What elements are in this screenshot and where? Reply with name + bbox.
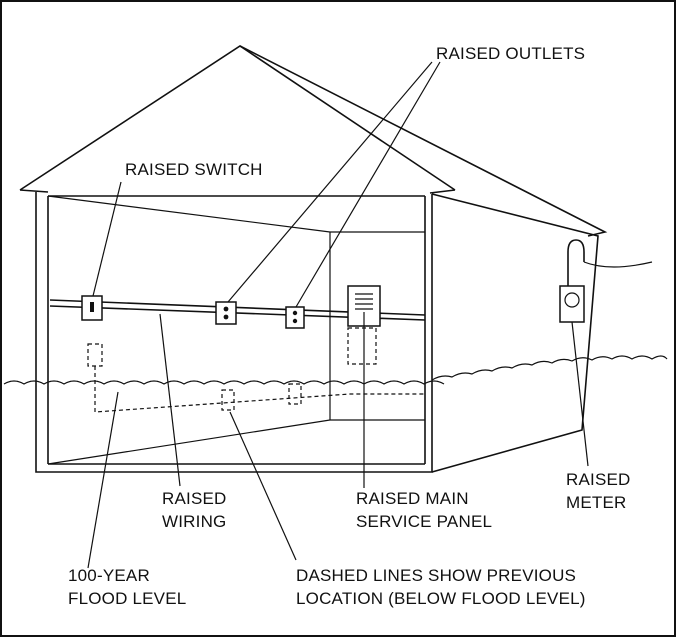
raised-outlet-1 — [215, 301, 237, 325]
label-raised-meter-line2: METER — [566, 493, 627, 512]
roof — [19, 45, 608, 237]
label-dashed-note-line1: DASHED LINES SHOW PREVIOUS — [296, 566, 577, 585]
label-flood-level: 100-YEAR FLOOD LEVEL — [68, 564, 186, 610]
raised-meter — [559, 239, 653, 323]
front-wall — [35, 192, 433, 473]
label-raised-meter: RAISED METER — [566, 468, 631, 514]
label-raised-wiring: RAISED WIRING — [162, 487, 227, 533]
label-dashed-note: DASHED LINES SHOW PREVIOUS LOCATION (BEL… — [296, 564, 586, 610]
label-raised-switch-text: RAISED SWITCH — [125, 160, 263, 179]
flood-waterline — [3, 355, 668, 385]
raised-switch — [81, 295, 103, 321]
label-raised-panel-line1: RAISED MAIN — [356, 489, 469, 508]
interior-room — [47, 195, 425, 465]
side-wall — [431, 193, 599, 473]
label-flood-level-line2: FLOOD LEVEL — [68, 589, 187, 608]
label-raised-outlets: RAISED OUTLETS — [436, 42, 585, 65]
label-dashed-note-line2: LOCATION (BELOW FLOOD LEVEL) — [296, 589, 586, 608]
raised-outlet-2 — [285, 306, 305, 329]
label-raised-panel: RAISED MAIN SERVICE PANEL — [356, 487, 492, 533]
label-raised-wiring-line1: RAISED — [162, 489, 227, 508]
label-raised-wiring-line2: WIRING — [162, 512, 227, 531]
previous-locations — [87, 327, 425, 413]
label-raised-meter-line1: RAISED — [566, 470, 631, 489]
label-raised-outlets-text: RAISED OUTLETS — [436, 44, 586, 63]
label-raised-panel-line2: SERVICE PANEL — [356, 512, 493, 531]
leader-lines — [87, 61, 589, 569]
label-flood-level-line1: 100-YEAR — [68, 566, 150, 585]
label-raised-switch: RAISED SWITCH — [125, 158, 263, 181]
